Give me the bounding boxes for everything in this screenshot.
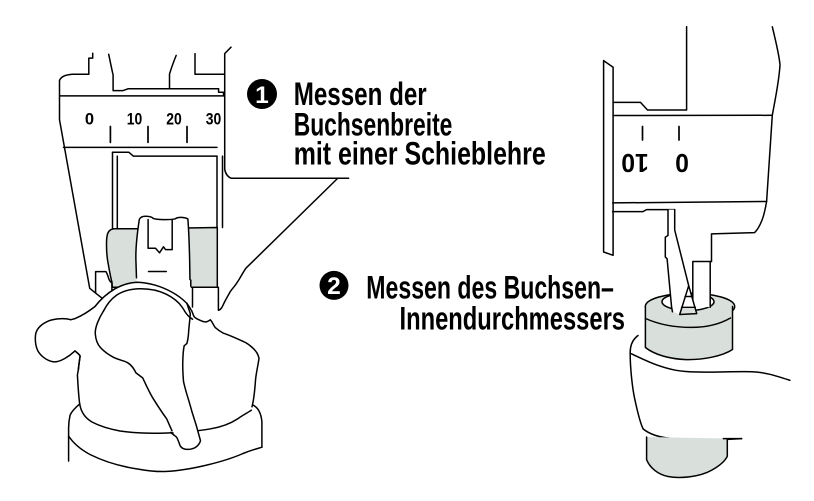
svg-text:20: 20 bbox=[166, 111, 182, 129]
svg-text:10: 10 bbox=[127, 111, 143, 129]
svg-text:0: 0 bbox=[675, 148, 689, 177]
svg-text:Messen der: Messen der bbox=[294, 76, 427, 112]
svg-text:Messen des Buchsen–: Messen des Buchsen– bbox=[366, 270, 614, 306]
svg-text:Buchsenbreite: Buchsenbreite bbox=[294, 107, 453, 143]
svg-text:Innendurchmessers: Innendurchmessers bbox=[400, 301, 626, 337]
svg-text:mit einer Schieblehre: mit einer Schieblehre bbox=[294, 135, 546, 171]
svg-text:30: 30 bbox=[206, 111, 222, 129]
svg-text:0: 0 bbox=[85, 111, 94, 129]
svg-text:2: 2 bbox=[327, 273, 341, 300]
svg-text:10: 10 bbox=[621, 148, 648, 177]
svg-text:1: 1 bbox=[255, 82, 269, 109]
